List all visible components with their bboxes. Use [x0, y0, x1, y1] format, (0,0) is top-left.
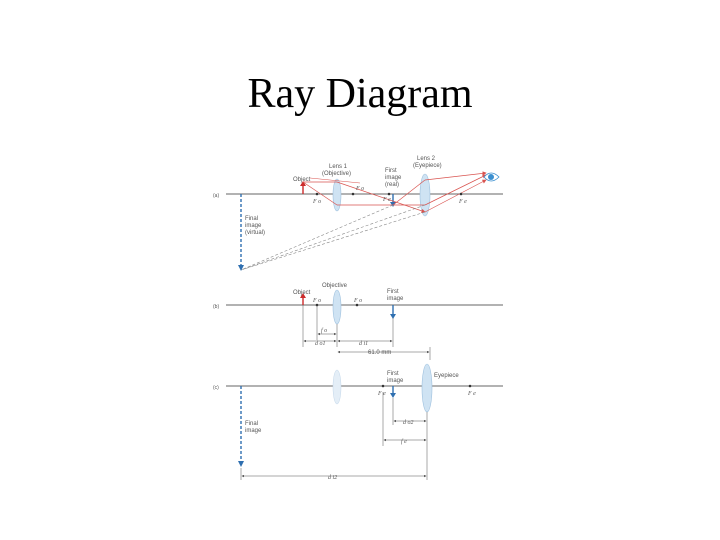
dim-fo-b: f o [321, 327, 327, 334]
focal-fo-right-b: F o [353, 298, 362, 304]
first-image-label-b: First [387, 289, 399, 295]
first-image-label-a3: (real) [385, 182, 399, 188]
objective-lens-c [332, 369, 342, 405]
final-image-label-a: Final [245, 216, 258, 222]
final-image-label-a3: (virtual) [245, 230, 265, 236]
dim-fe-c: f e [401, 438, 407, 445]
lens1-label-a: Lens 1 [329, 164, 348, 170]
panel-a-tag: (a) [213, 193, 219, 199]
panel-c-tag: (c) [213, 385, 219, 391]
eyepiece-lens-c [421, 363, 433, 413]
lens2-sub-a: (Eyepiece) [413, 163, 442, 169]
final-image-label-a2: image [245, 223, 262, 229]
lens1-sub-a: (Objective) [322, 171, 351, 177]
first-image-label-a2: image [385, 175, 402, 181]
eyepiece-label-c: Eyepiece [434, 373, 459, 379]
focal-fe-left-c: F e [377, 391, 386, 397]
dim-total-b: 61.0 mm [368, 350, 391, 356]
final-image-label-c: Final [245, 421, 258, 427]
object-label-a: Object [293, 177, 311, 183]
dimensions-b [302, 305, 431, 360]
rays-a [302, 171, 487, 213]
lens2-label-a: Lens 2 [417, 156, 436, 162]
dimensions-c [240, 392, 428, 480]
virtual-rays-a [240, 204, 426, 271]
first-image-label-c: First [387, 371, 399, 377]
focal-fe-right-c: F e [467, 391, 476, 397]
dim-do1-b: d o1 [315, 341, 326, 347]
dim-di1-b: d i1 [359, 341, 368, 347]
panel-c: (c) First image Eyepiece F e F e Final i… [213, 363, 503, 481]
panel-b: (b) Object Objective First image F o F o… [213, 283, 503, 360]
eye-icon [483, 172, 500, 182]
focal-fe-right-a: F e [458, 199, 467, 205]
objective-label-b: Objective [322, 283, 348, 289]
objective-lens-a [332, 178, 342, 212]
focal-fo-left-b: F o [312, 298, 321, 304]
final-image-label-c2: image [245, 428, 262, 434]
dim-do2-c: d o2 [403, 420, 414, 426]
first-image-label-a: First [385, 168, 397, 174]
first-image-label-c2: image [387, 378, 404, 384]
focal-fo-left-a: F o [312, 199, 321, 205]
focal-fo-right-a: F o [355, 186, 364, 192]
object-label-b: Object [293, 290, 311, 296]
objective-lens-b [332, 289, 342, 325]
focal-fe-left-a: F e [382, 197, 391, 203]
eyepiece-lens-a [419, 173, 431, 217]
panel-a: (a) [213, 156, 503, 271]
dim-di2-c: d i2 [328, 475, 337, 481]
slide-title: Ray Diagram [247, 71, 473, 117]
first-image-label-b2: image [387, 296, 404, 302]
panel-b-tag: (b) [213, 304, 219, 310]
